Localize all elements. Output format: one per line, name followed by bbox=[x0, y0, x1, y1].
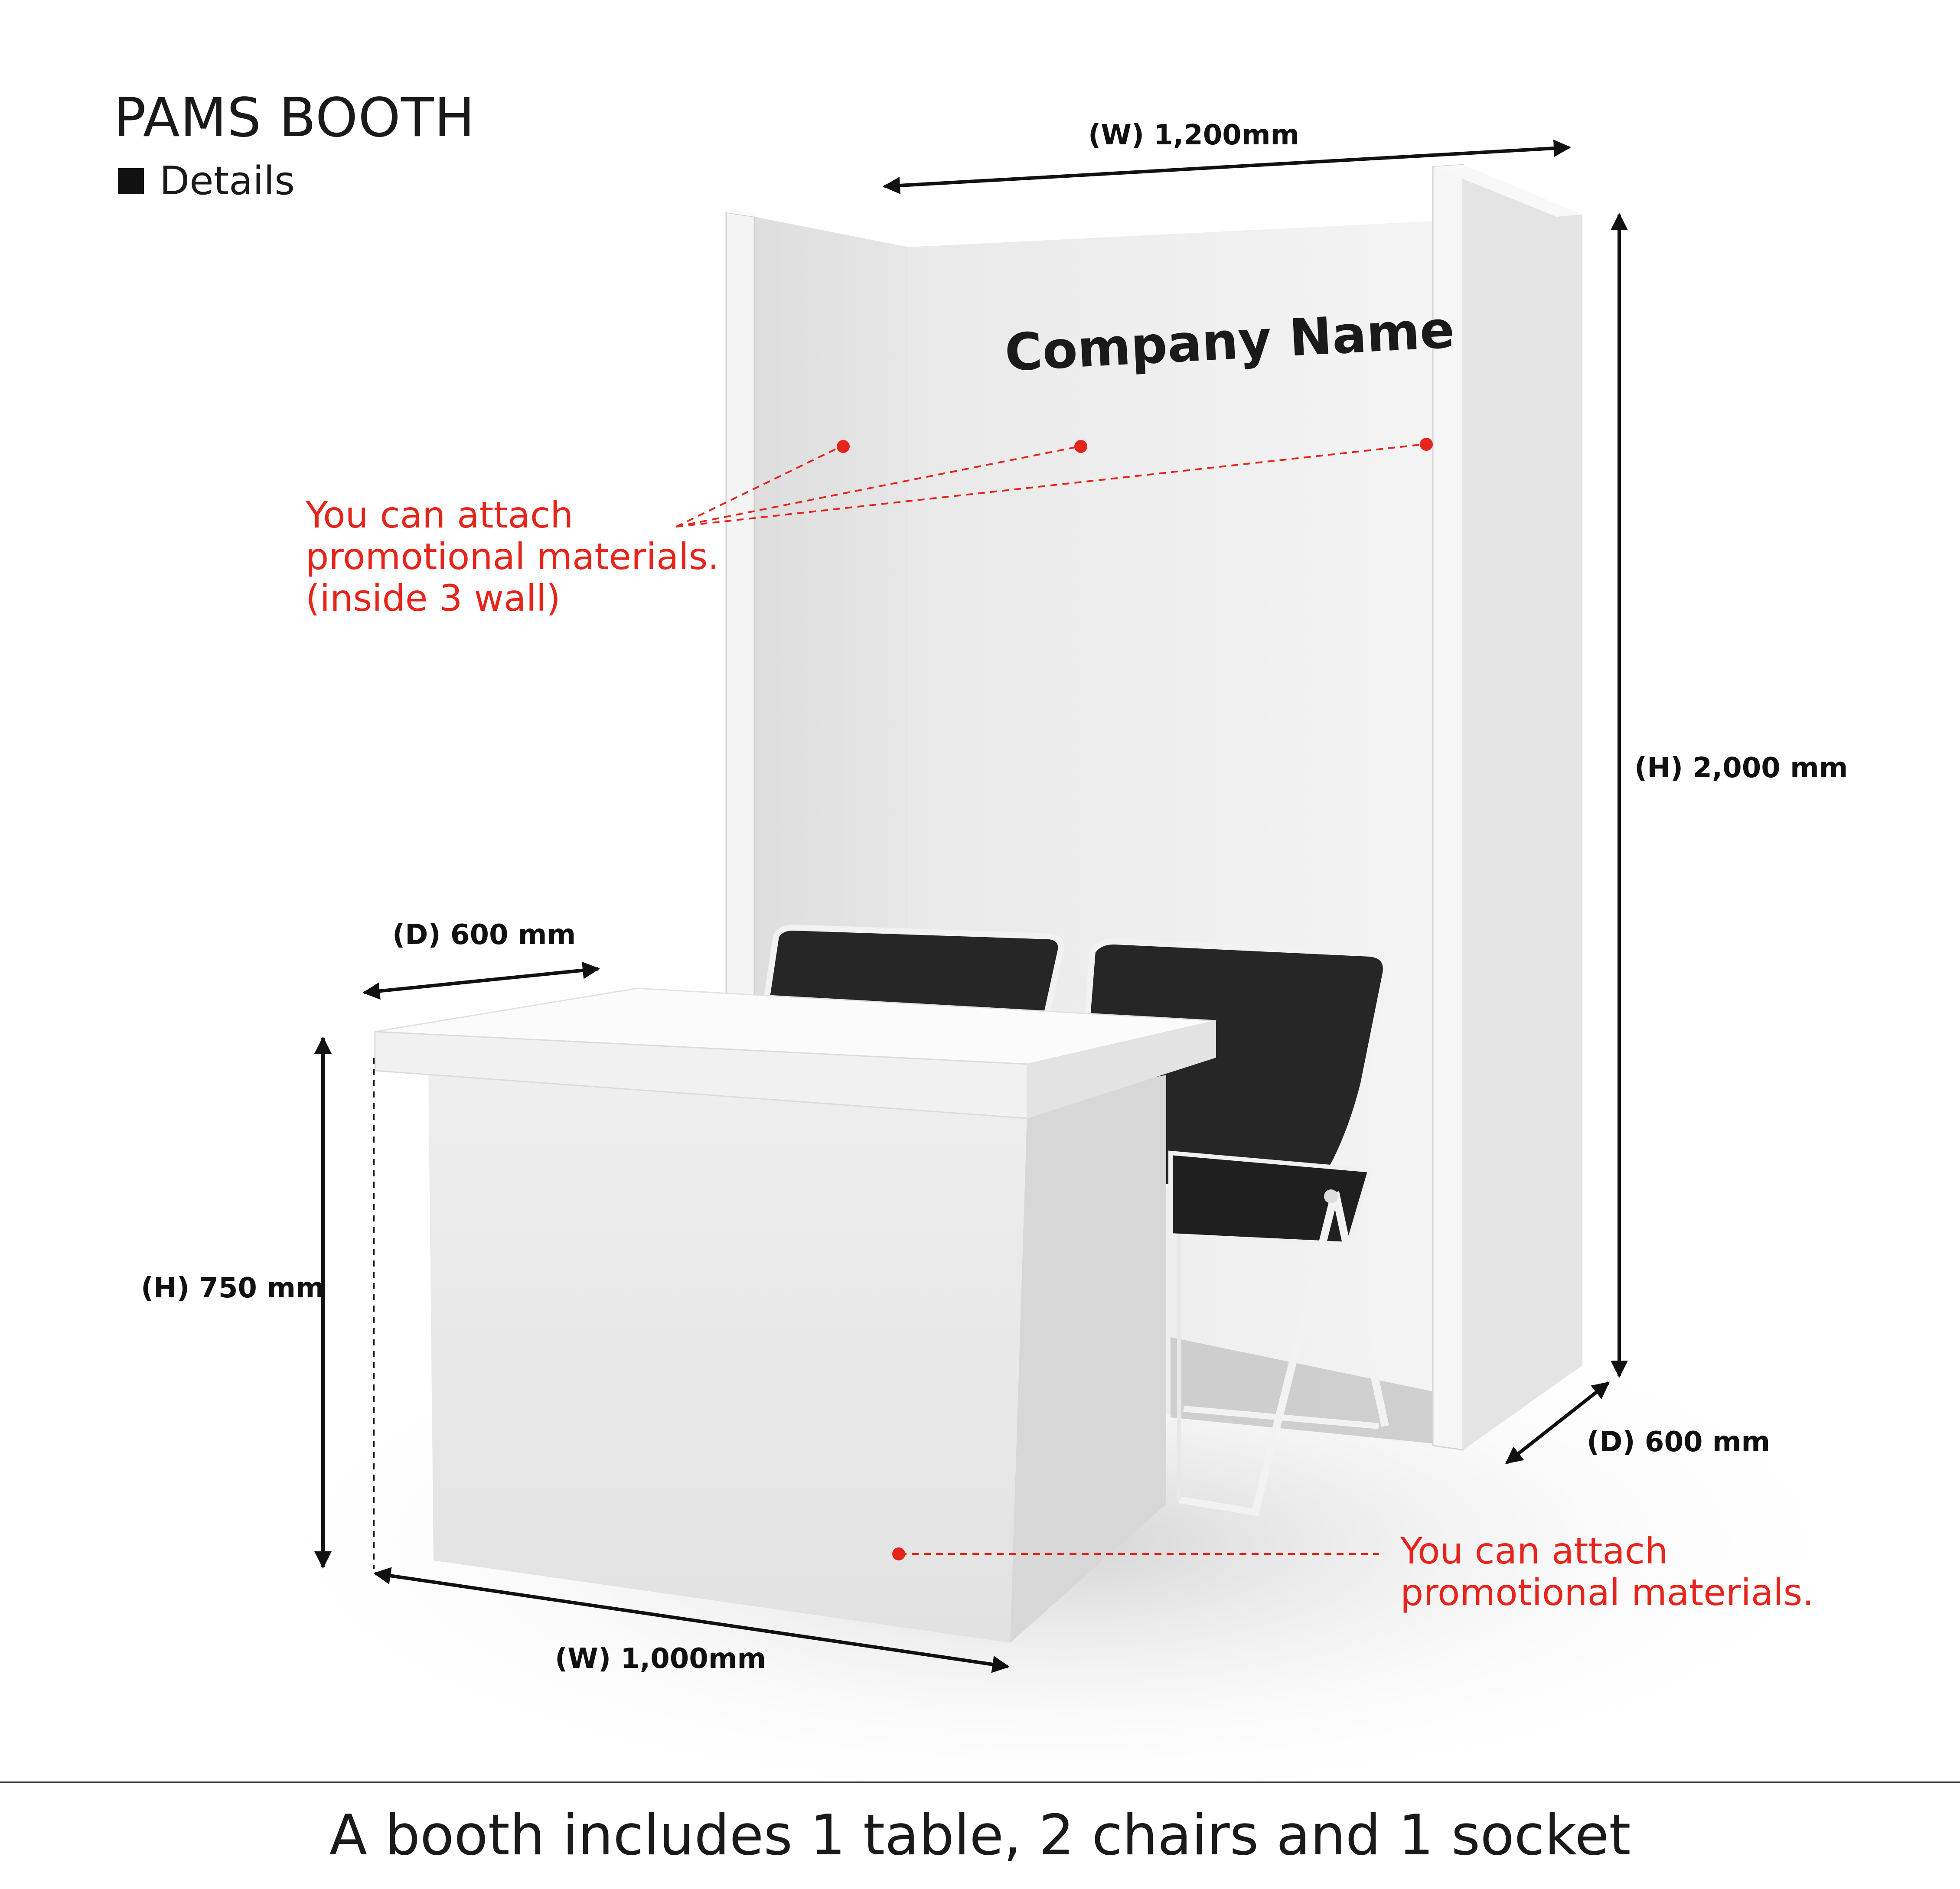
wall-dot-left bbox=[837, 440, 850, 453]
wall-promo-note: You can attach promotional materials. (i… bbox=[306, 494, 719, 619]
wall-width-arrow bbox=[883, 140, 1571, 194]
annotation-dots bbox=[837, 438, 1433, 1560]
left-wall-top bbox=[726, 210, 757, 217]
table-depth-arrow bbox=[362, 961, 600, 1000]
square-bullet-icon bbox=[118, 168, 144, 194]
table-top-side bbox=[1027, 1021, 1216, 1118]
table-depth-label: (D) 600 mm bbox=[392, 919, 576, 951]
table-front bbox=[428, 1071, 1027, 1643]
table bbox=[374, 987, 1216, 1643]
table-height-label: (H) 750 mm bbox=[141, 1272, 325, 1304]
wall-width-label: (W) 1,200mm bbox=[1088, 119, 1300, 151]
subtitle-text: Details bbox=[160, 158, 295, 204]
page-title: PAMS BOOTH bbox=[114, 87, 475, 149]
table-dot bbox=[892, 1547, 905, 1560]
wall-note-line-3: (inside 3 wall) bbox=[306, 577, 561, 619]
page-subtitle: Details bbox=[118, 158, 295, 204]
right-wall-side bbox=[1463, 165, 1582, 1450]
dimension-lines bbox=[314, 140, 1628, 1673]
table-promo-note: You can attach promotional materials. bbox=[1400, 1530, 1814, 1613]
wall-dot-right bbox=[1420, 438, 1433, 451]
wall-note-line-2: promotional materials. bbox=[306, 535, 720, 578]
footer-caption: A booth includes 1 table, 2 chairs and 1… bbox=[329, 1803, 1631, 1868]
chair-right bbox=[1072, 938, 1389, 1516]
table-note-line-2: promotional materials. bbox=[1400, 1571, 1814, 1614]
table-side bbox=[1010, 1075, 1166, 1643]
wall-depth-arrow bbox=[1505, 1381, 1610, 1465]
table-width-label: (W) 1,000mm bbox=[555, 1643, 766, 1675]
table-note-line-1: You can attach bbox=[1400, 1530, 1668, 1572]
wall-depth-label: (D) 600 mm bbox=[1587, 1426, 1771, 1458]
annotation-leaders bbox=[676, 443, 1425, 1555]
table-width-arrow bbox=[373, 1567, 1010, 1673]
wall-dot-back bbox=[1074, 440, 1087, 453]
wall-height-label: (H) 2,000 mm bbox=[1634, 752, 1848, 784]
footer-divider bbox=[0, 1782, 1960, 1783]
wall-note-line-1: You can attach bbox=[306, 494, 574, 536]
floor-gap bbox=[1171, 1337, 1433, 1443]
